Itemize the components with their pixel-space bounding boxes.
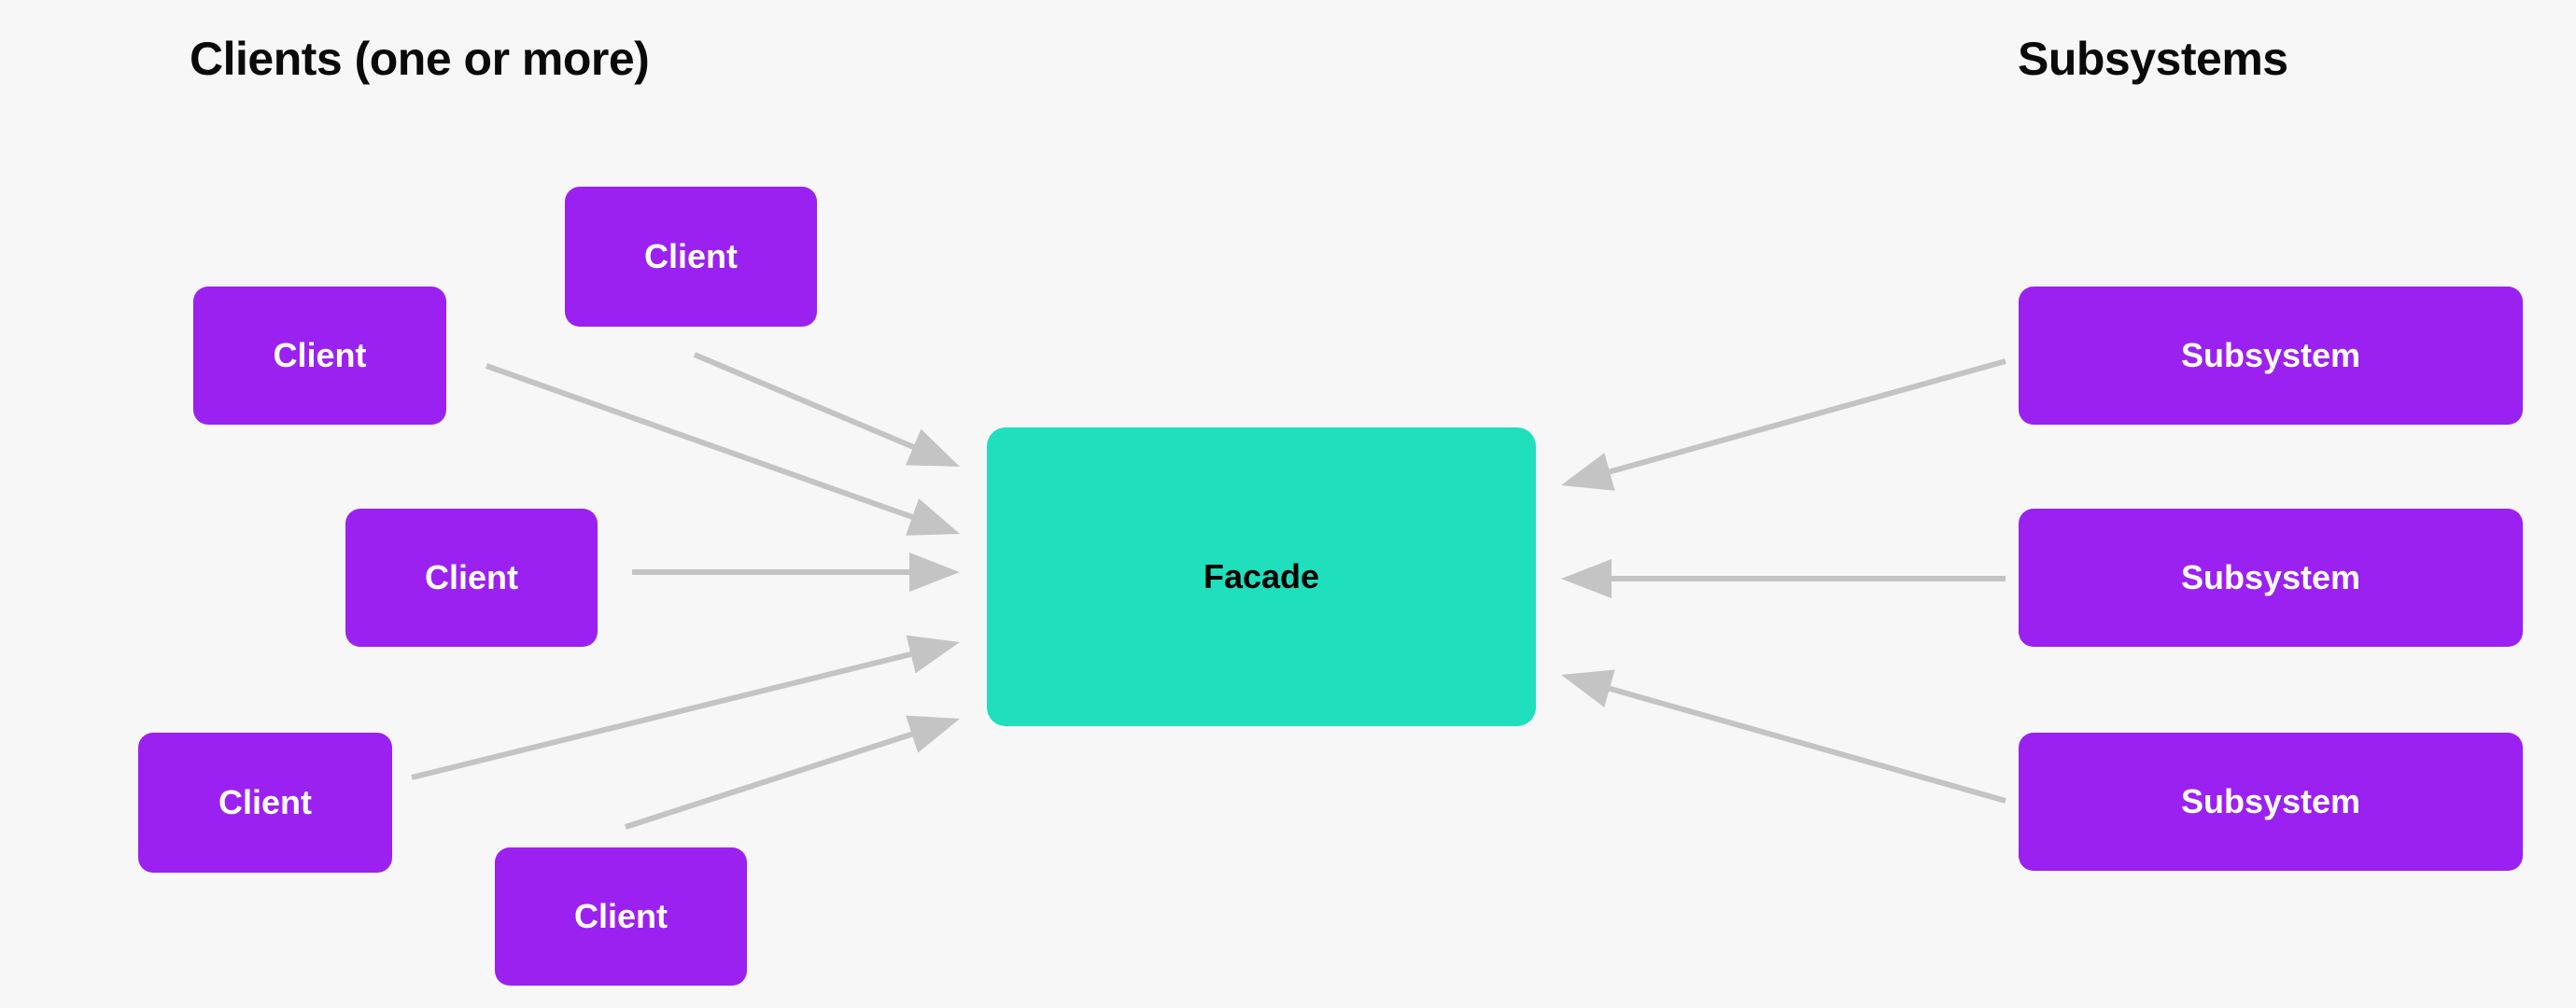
edge-client-4-to-facade — [411, 635, 960, 780]
edge-arrowhead — [1561, 669, 1615, 707]
edge-client-5-to-facade — [625, 715, 960, 830]
client-node-2[interactable]: Client — [193, 287, 446, 425]
client-node-3[interactable]: Client — [345, 509, 598, 647]
subsystems-column-title: Subsystems — [2018, 33, 2288, 85]
subsystem-node-3[interactable]: Subsystem — [2019, 733, 2523, 871]
edge-client-1-to-facade — [693, 352, 960, 467]
edge-line — [411, 649, 922, 780]
subsystem-node-label: Subsystem — [2180, 558, 2361, 596]
edge-line — [1598, 358, 2006, 478]
edge-line — [693, 352, 925, 455]
facade-node[interactable]: Facade — [987, 427, 1536, 726]
edge-arrowhead — [1561, 453, 1615, 491]
client-node-4[interactable]: Client — [138, 733, 392, 873]
edge-line — [485, 363, 924, 524]
edge-arrowhead — [909, 553, 960, 592]
edge-client-3-to-facade — [632, 553, 960, 592]
client-node-label: Client — [218, 783, 312, 821]
edge-subsystem-1-to-facade — [1561, 358, 2006, 491]
edge-arrowhead — [906, 498, 960, 536]
edge-line — [1598, 682, 2006, 804]
edge-arrowhead — [906, 635, 960, 674]
client-node-label: Client — [643, 237, 738, 275]
client-node-label: Client — [573, 897, 668, 935]
edge-arrowhead — [906, 428, 960, 467]
edge-subsystem-3-to-facade — [1561, 669, 2006, 804]
client-node-label: Client — [424, 558, 518, 596]
client-node-5[interactable]: Client — [495, 847, 747, 986]
edge-line — [625, 728, 923, 830]
edge-subsystem-2-to-facade — [1561, 559, 2006, 598]
subsystem-node-label: Subsystem — [2180, 782, 2361, 820]
edge-arrowhead — [906, 715, 960, 753]
client-node-label: Client — [273, 336, 367, 374]
subsystem-node-2[interactable]: Subsystem — [2019, 509, 2523, 647]
subsystem-node-1[interactable]: Subsystem — [2019, 287, 2523, 425]
client-node-1[interactable]: Client — [565, 187, 817, 327]
clients-column-title: Clients (one or more) — [190, 33, 650, 85]
facade-node-label: Facade — [1203, 557, 1320, 595]
edge-arrowhead — [1561, 559, 1612, 598]
subsystem-node-label: Subsystem — [2180, 336, 2361, 374]
